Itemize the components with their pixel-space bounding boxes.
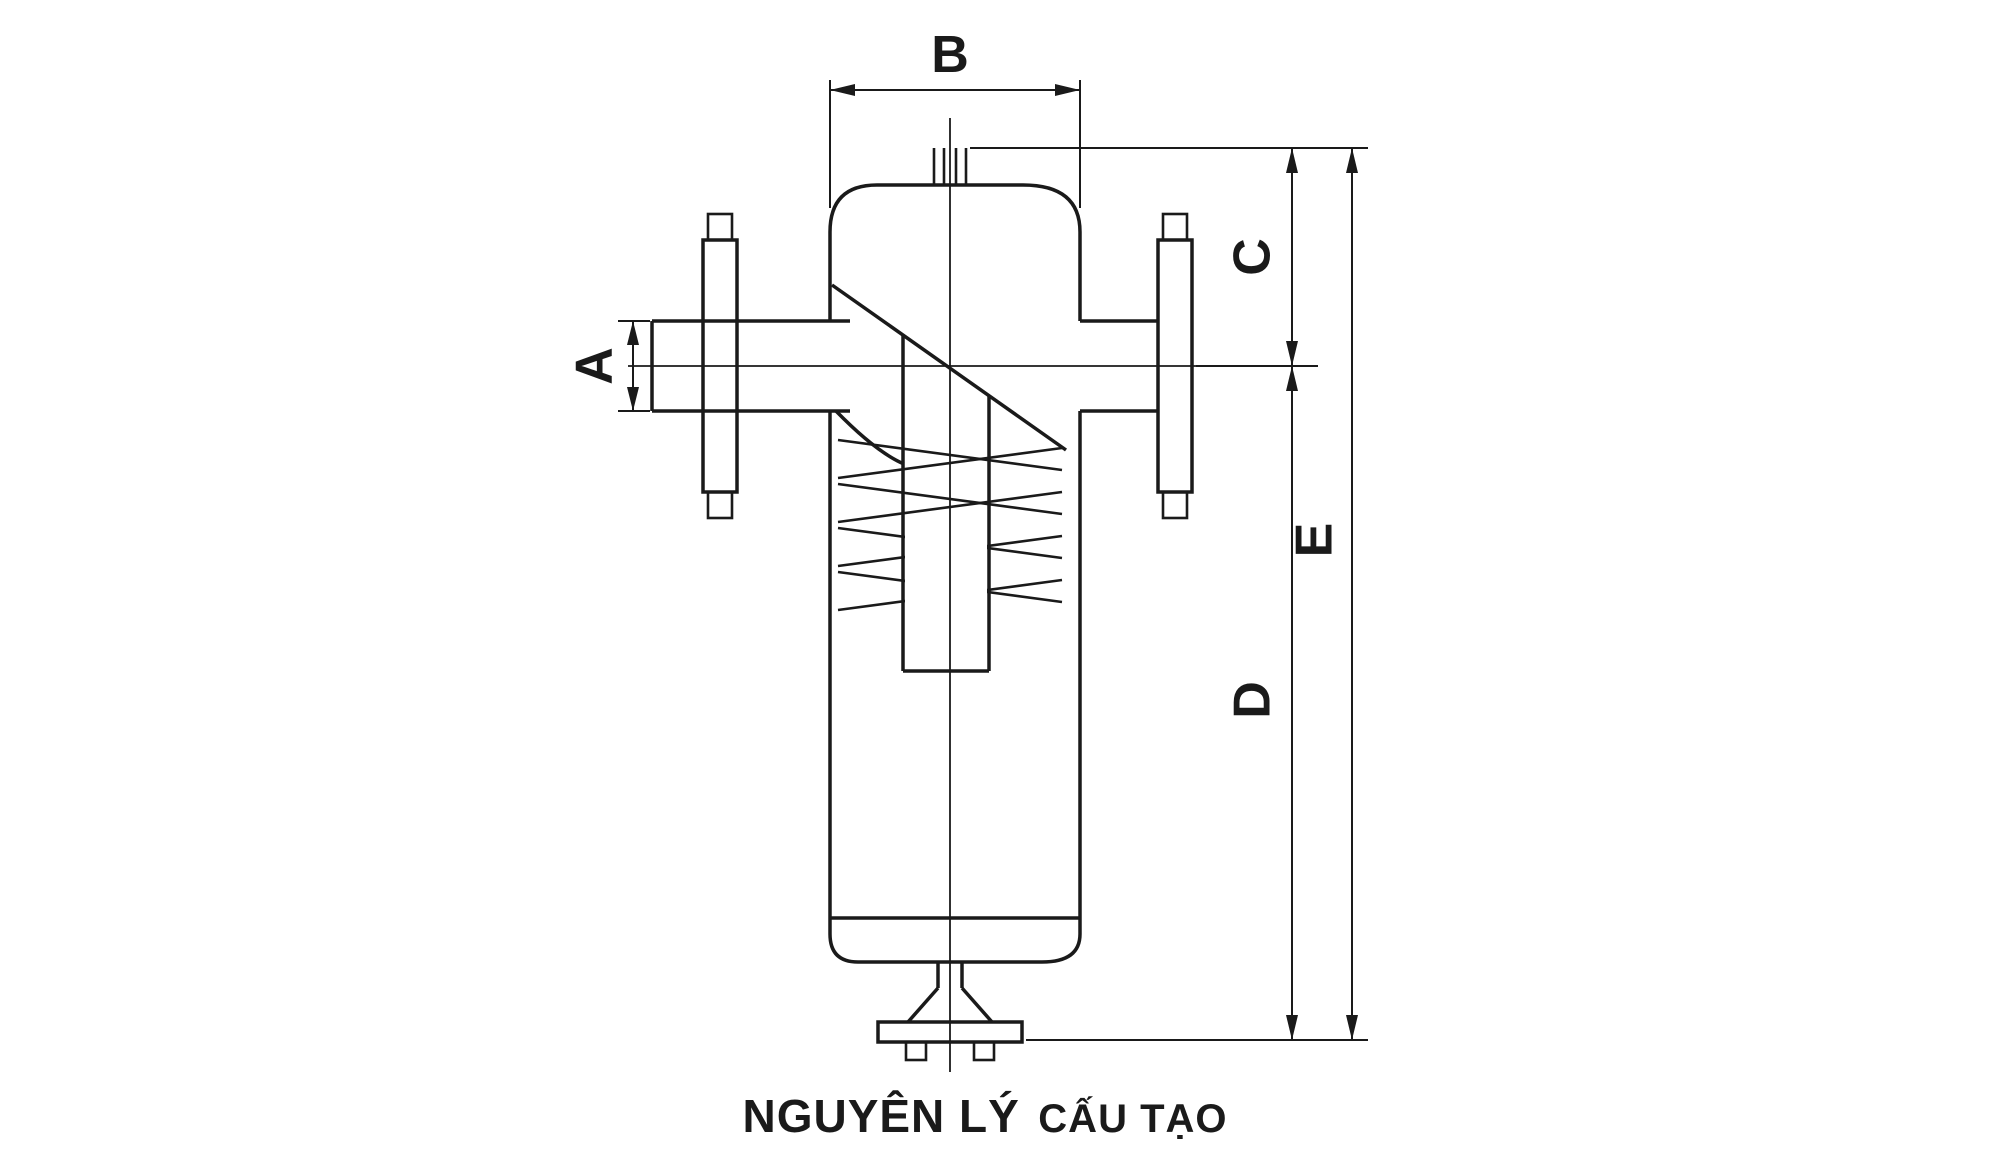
- dimension-c: C: [970, 147, 1368, 367]
- dim-label-b: B: [931, 26, 969, 84]
- inlet-guide-vane-diagonal: [830, 283, 1068, 452]
- drain-flange-bolt-right: [972, 1040, 996, 1062]
- inlet-flange-bolt-top: [706, 212, 734, 242]
- diagram-caption: NGUYÊN LÝ CẤU TẠO: [742, 1090, 1227, 1142]
- outlet-flange-bolt-bottom: [1161, 490, 1189, 520]
- dimension-a: A: [566, 320, 650, 412]
- caption-secondary-text: CẤU TẠO: [1038, 1095, 1227, 1141]
- dim-e-arrow-bottom: [1346, 1015, 1358, 1040]
- dim-label-e: E: [1286, 523, 1344, 558]
- dimension-e: E: [1286, 148, 1358, 1040]
- dim-d-arrow-top: [1286, 366, 1298, 391]
- dim-a-arrow-bottom: [627, 387, 639, 411]
- dim-label-c: C: [1224, 238, 1282, 276]
- dimension-b: B: [829, 26, 1081, 208]
- dim-c-arrow-top: [1286, 148, 1298, 173]
- drain-flare-right: [960, 986, 994, 1024]
- caption-primary-text: NGUYÊN LÝ: [742, 1090, 1019, 1142]
- dim-a-arrow-top: [627, 321, 639, 345]
- inlet-sweep-curve: [834, 409, 905, 466]
- dim-c-arrow-bottom: [1286, 341, 1298, 366]
- dim-b-arrow-left: [830, 84, 855, 96]
- inlet-flange-bolt-bottom: [706, 490, 734, 520]
- center-tube-blank: [905, 524, 987, 670]
- dim-d-arrow-bottom: [1286, 1015, 1298, 1040]
- dimension-d: D: [1026, 366, 1368, 1041]
- dim-label-a: A: [566, 347, 624, 385]
- top-nozzle: [932, 148, 968, 185]
- dim-e-arrow-top: [1346, 148, 1358, 173]
- dim-b-arrow-right: [1055, 84, 1080, 96]
- centerlines: [628, 118, 1245, 1072]
- swirl-internals: [830, 283, 1068, 673]
- outlet-flange-bolt-top: [1161, 212, 1189, 242]
- drain-flare-left: [906, 986, 940, 1024]
- vessel-shell-upper: [828, 183, 1082, 321]
- dim-label-d: D: [1224, 681, 1282, 719]
- center-tube: [901, 335, 991, 673]
- drain-flange-bolt-left: [904, 1040, 928, 1062]
